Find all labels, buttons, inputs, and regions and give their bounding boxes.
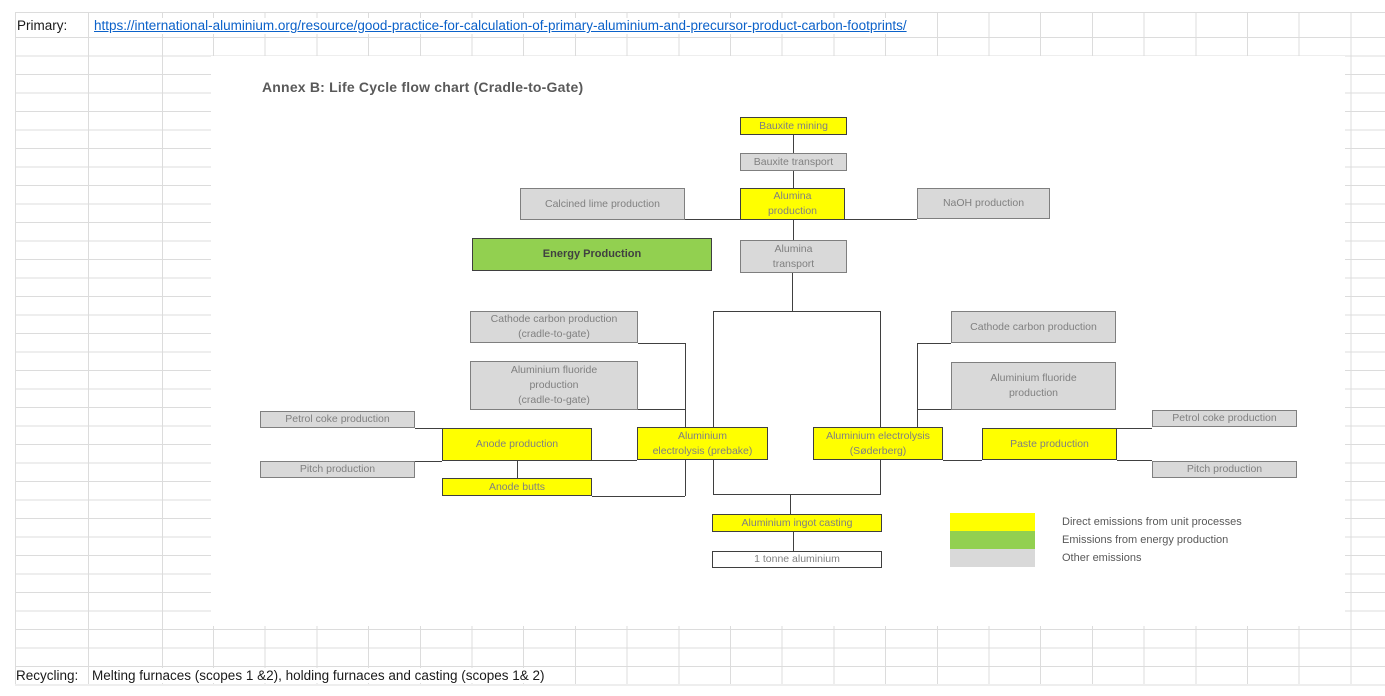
flow-edge <box>793 171 794 188</box>
flow-node-one-tonne-aluminium: 1 tonne aluminium <box>712 551 882 568</box>
flow-node-petrol-coke-production-left: Petrol coke production <box>260 411 415 428</box>
flow-edge <box>790 495 791 514</box>
flow-edge <box>845 219 917 220</box>
legend-row: Emissions from energy production <box>950 531 1242 549</box>
flow-node-aluminium-electrolysis-prebake: Aluminium electrolysis (prebake) <box>637 427 768 460</box>
flow-node-energy-production: Energy Production <box>472 238 712 271</box>
flow-edge <box>1117 460 1152 461</box>
flow-node-label: Cathode carbon production (cradle-to-gat… <box>490 313 618 340</box>
flow-edge <box>685 219 740 220</box>
flow-node-label: Petrol coke production <box>1172 412 1277 424</box>
flow-edge <box>638 409 685 410</box>
flow-edge <box>917 343 951 344</box>
flow-node-label: Petrol coke production <box>285 413 390 425</box>
flow-edge <box>792 273 793 311</box>
flow-edge <box>793 220 794 240</box>
flow-node-label: Aluminium fluoride production <box>990 372 1077 399</box>
flow-node-label: 1 tonne aluminium <box>754 553 840 565</box>
flow-node-label: Alumina production <box>767 190 818 217</box>
chart-title: Annex B: Life Cycle flow chart (Cradle-t… <box>262 79 584 95</box>
flow-edge <box>592 460 637 461</box>
primary-url-link[interactable]: https://international-aluminium.org/reso… <box>94 18 915 34</box>
flow-node-bauxite-mining: Bauxite mining <box>740 117 847 135</box>
flow-node-process-boundary <box>713 311 881 495</box>
flow-edge <box>1117 428 1152 429</box>
flow-node-label: Cathode carbon production <box>970 320 1097 333</box>
flow-node-label: Pitch production <box>299 463 376 475</box>
flow-edge <box>917 343 918 427</box>
legend-swatch-energy <box>950 531 1035 549</box>
flow-node-label: Bauxite mining <box>759 119 828 132</box>
flow-edge <box>943 460 982 461</box>
flow-node-label: Bauxite transport <box>753 155 834 168</box>
gridline-col-b <box>88 12 89 684</box>
recycling-cell-text: Melting furnaces (scopes 1 &2), holding … <box>92 668 557 683</box>
flow-node-label: Anode butts <box>488 480 546 493</box>
legend-label: Direct emissions from unit processes <box>1062 516 1242 528</box>
flow-edge <box>638 343 685 344</box>
flow-node-alumina-production: Alumina production <box>740 188 845 220</box>
flow-node-calcined-lime-production: Calcined lime production <box>520 188 685 220</box>
flow-node-alumina-transport: Alumina transport <box>740 240 847 273</box>
flow-node-pitch-production-left: Pitch production <box>260 461 415 478</box>
flow-edge <box>793 135 794 153</box>
flow-node-label: Calcined lime production <box>545 197 660 210</box>
flow-edge <box>415 428 442 429</box>
flow-node-label: Aluminium electrolysis (Søderberg) <box>826 429 930 457</box>
flow-node-naoh-production: NaOH production <box>917 188 1050 219</box>
flow-node-label: Anode production <box>475 438 559 450</box>
flow-edge <box>917 409 951 410</box>
flow-node-label: Aluminium ingot casting <box>741 516 853 529</box>
legend-row: Direct emissions from unit processes <box>950 513 1242 531</box>
primary-cell-label: Primary: <box>17 18 68 33</box>
flow-node-anode-butts: Anode butts <box>442 478 592 496</box>
flow-node-label: Alumina transport <box>772 242 815 270</box>
flow-node-label: Aluminium fluoride production (cradle-to… <box>510 364 598 406</box>
legend-label: Other emissions <box>1062 552 1142 564</box>
flow-edge <box>685 343 686 427</box>
flow-node-paste-production: Paste production <box>982 428 1117 460</box>
flow-node-label: Energy Production <box>542 248 642 260</box>
legend-swatch-other <box>950 549 1035 567</box>
flow-node-petrol-coke-production-right: Petrol coke production <box>1152 410 1297 427</box>
flow-node-bauxite-transport: Bauxite transport <box>740 153 847 171</box>
flow-node-label: Aluminium electrolysis (prebake) <box>652 429 753 457</box>
flow-node-cathode-carbon-production-left: Cathode carbon production (cradle-to-gat… <box>470 311 638 343</box>
flow-node-cathode-carbon-production-right: Cathode carbon production <box>951 311 1116 343</box>
flow-node-label: Paste production <box>1010 437 1089 450</box>
flow-node-aluminium-electrolysis-soderberg: Aluminium electrolysis (Søderberg) <box>813 427 943 460</box>
recycling-cell-label: Recycling: <box>16 668 79 683</box>
flow-edge <box>592 496 685 497</box>
flow-node-pitch-production-right: Pitch production <box>1152 461 1297 478</box>
flow-node-aluminium-fluoride-production-right: Aluminium fluoride production <box>951 362 1116 410</box>
legend-row: Other emissions <box>950 549 1242 567</box>
flow-node-aluminium-fluoride-production-left: Aluminium fluoride production (cradle-to… <box>470 361 638 410</box>
flow-edge <box>517 461 518 478</box>
gridline-col-c <box>162 12 163 684</box>
flow-edge <box>685 460 686 496</box>
legend-label: Emissions from energy production <box>1062 534 1229 546</box>
flow-node-aluminium-ingot-casting: Aluminium ingot casting <box>712 514 882 532</box>
gridline-col-a <box>15 12 16 684</box>
flow-edge <box>415 461 442 462</box>
flow-node-anode-production: Anode production <box>442 428 592 461</box>
flow-node-label: Pitch production <box>1186 463 1263 475</box>
flow-node-label: NaOH production <box>942 197 1025 209</box>
flow-edge <box>793 532 794 551</box>
gridline-top <box>15 12 1385 13</box>
legend-swatch-direct <box>950 513 1035 531</box>
